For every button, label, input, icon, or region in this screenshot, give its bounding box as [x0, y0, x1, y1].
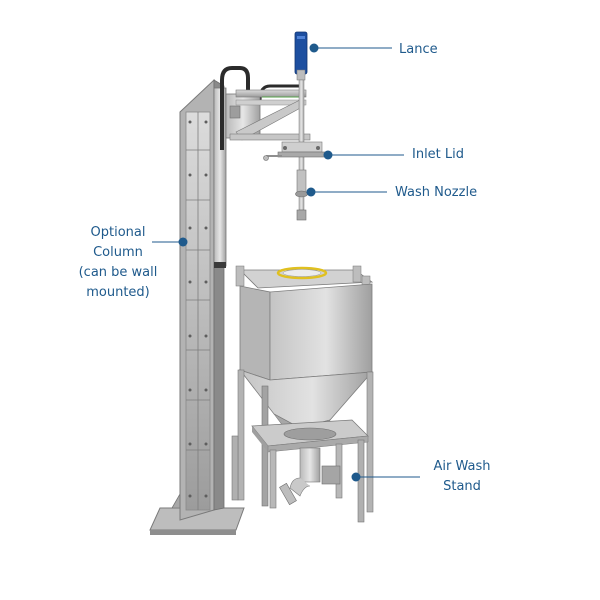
callout-dot-icon — [178, 237, 188, 247]
label-line: Air Wash — [433, 459, 491, 474]
label-line: Optional — [90, 225, 146, 240]
callout-dot-icon — [323, 150, 333, 160]
lance-arm — [220, 66, 311, 150]
callout-dot-icon — [306, 187, 316, 197]
label-wash-nozzle: Wash Nozzle — [395, 185, 478, 200]
callout-lance — [309, 43, 392, 53]
label-lance: Lance — [399, 42, 438, 57]
label-air-wash-stand: Air Wash Stand — [424, 457, 500, 497]
callout-dot-icon — [351, 472, 361, 482]
inlet-lid — [263, 141, 327, 161]
label-line: Column — [93, 245, 143, 260]
label-line: Stand — [443, 479, 481, 494]
callout-stand — [351, 472, 420, 482]
wash-nozzle — [295, 169, 308, 198]
air-wash-stand — [231, 419, 369, 523]
label-line: mounted) — [86, 285, 150, 300]
callout-inlet-lid — [323, 150, 404, 160]
callout-column — [152, 237, 188, 247]
callout-wash-nozzle — [306, 187, 387, 197]
optional-column — [149, 78, 245, 535]
label-line: (can be wall — [78, 265, 158, 280]
label-optional-column: Optional Column (can be wall mounted) — [66, 223, 170, 303]
label-inlet-lid: Inlet Lid — [412, 147, 465, 162]
callout-dot-icon — [309, 43, 319, 53]
